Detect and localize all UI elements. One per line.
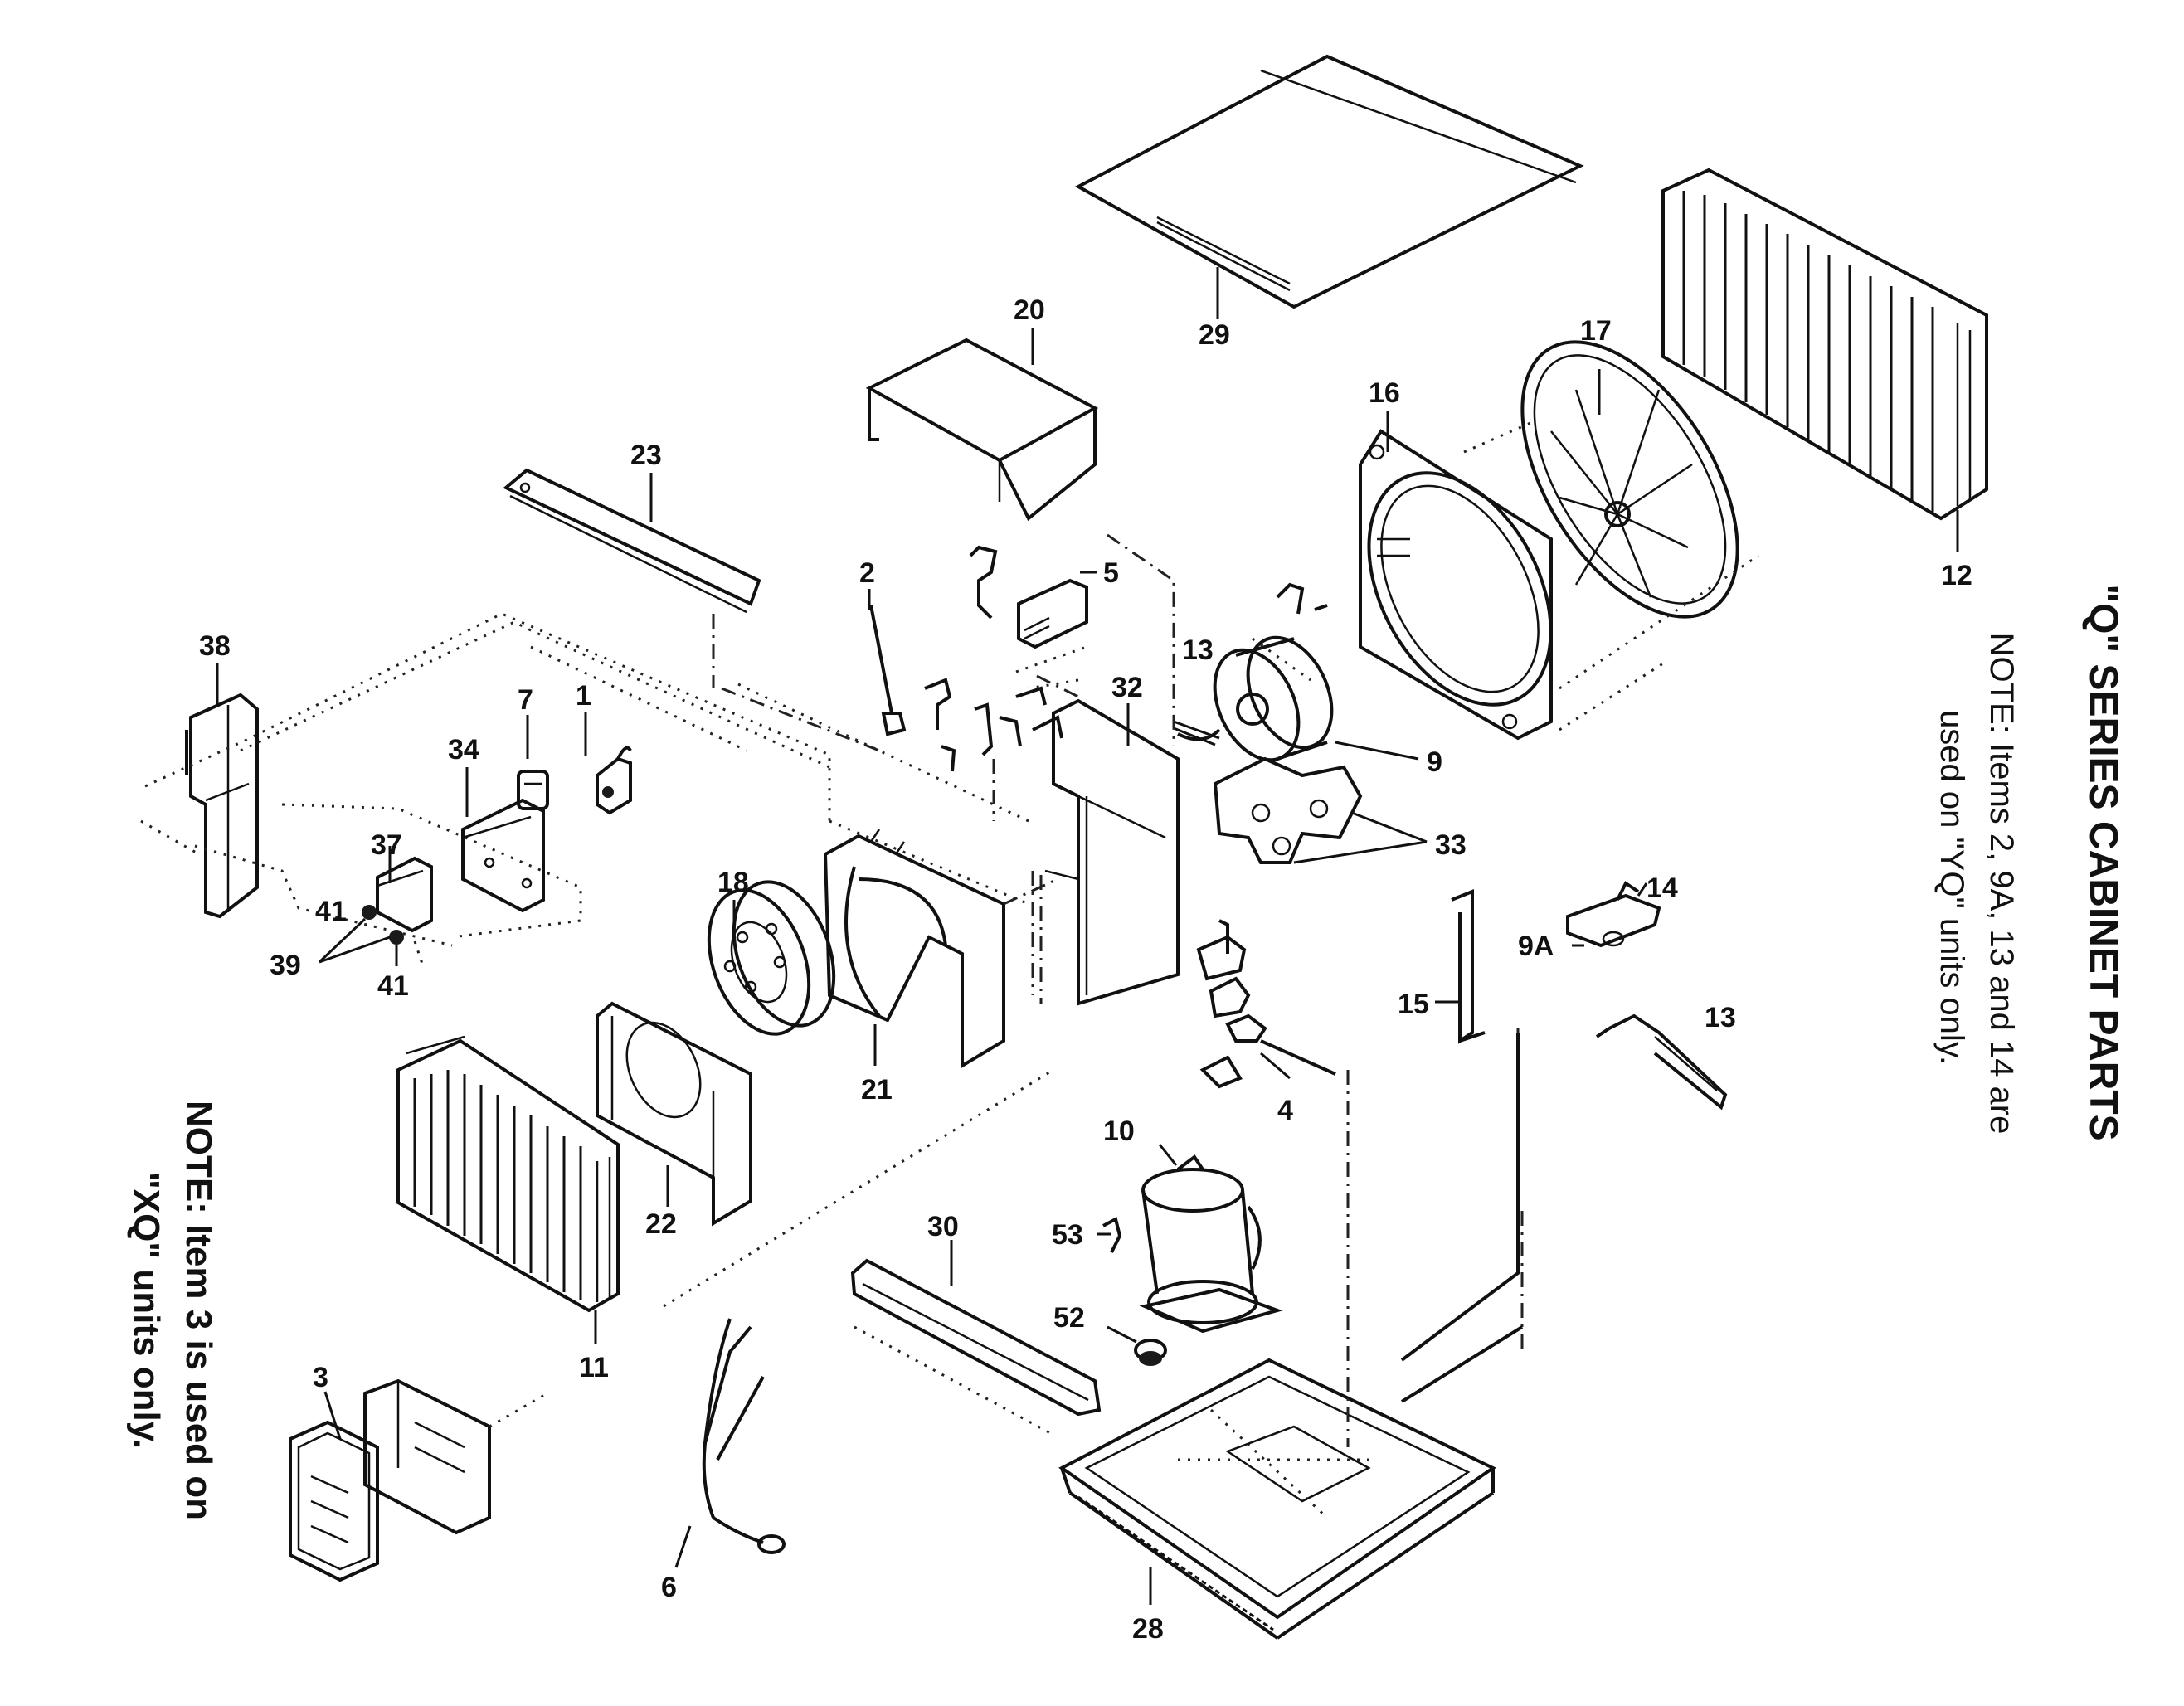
leader-52 <box>1107 1325 1137 1344</box>
label-28: 28 <box>1132 1613 1164 1645</box>
part-20-control-box-cover <box>865 338 1099 522</box>
front-panel <box>363 1378 548 1535</box>
label-9a: 9A <box>1518 931 1554 962</box>
leader-39a <box>318 917 367 964</box>
label-33: 33 <box>1435 829 1467 861</box>
part-3-grille <box>289 1420 379 1582</box>
note-left-line1-group: NOTE: Item 3 is used on <box>178 1101 219 1520</box>
note-right-line2-group: used on "YQ" units only. <box>1933 710 1970 1065</box>
part-41-screws <box>362 905 404 945</box>
label-1: 1 <box>576 680 591 712</box>
label-32: 32 <box>1111 672 1143 703</box>
part-13-heater <box>1595 1013 1728 1111</box>
label-16: 16 <box>1369 377 1400 409</box>
coil-alignment-dotted <box>663 1068 1054 1308</box>
note-right-line1: NOTE: Items 2, 9A, 13 and 14 are <box>1983 633 2020 1135</box>
part-16-fan-shroud <box>1359 429 1553 741</box>
note-left-line2-group: "XQ" units only. <box>126 1172 167 1449</box>
leader-3 <box>323 1391 342 1440</box>
part-1-thermostat <box>596 746 632 815</box>
part-6-power-cord <box>702 1318 786 1554</box>
part-30-deflector <box>850 1258 1102 1417</box>
note-right-line1-group: NOTE: Items 2, 9A, 13 and 14 are <box>1983 633 2020 1135</box>
part-37-plate <box>376 856 433 933</box>
label-30: 30 <box>927 1211 959 1242</box>
label-5: 5 <box>1103 557 1119 589</box>
part-9-fan-motor <box>1173 635 1334 762</box>
leader-10 <box>1158 1144 1178 1166</box>
label-39: 39 <box>270 950 301 981</box>
label-37: 37 <box>371 829 402 861</box>
part-labels: 29 12 17 16 20 23 38 34 7 1 37 41 39 41 … <box>199 294 1972 1645</box>
label-18: 18 <box>717 867 749 898</box>
label-13-lower: 13 <box>1705 1002 1736 1033</box>
part-5-capacitor <box>969 545 1088 649</box>
part-18-blower-wheel <box>707 880 836 1036</box>
part-23-panel <box>503 468 761 614</box>
label-9: 9 <box>1427 746 1442 778</box>
part-7-relay <box>517 770 549 810</box>
diagram-title-group: "Q" SERIES CABINET PARTS <box>2081 584 2125 1140</box>
part-11-evaporator-coil <box>396 1035 620 1313</box>
part-17-condenser-fan <box>1520 340 1739 619</box>
leader-33b <box>1293 840 1428 864</box>
diagram-title: "Q" SERIES CABINET PARTS <box>2081 584 2125 1140</box>
part-29-top-cover <box>1074 54 1584 309</box>
part-12-condenser-coil <box>1661 168 1988 521</box>
label-34: 34 <box>448 734 479 766</box>
part-53-fitting <box>1102 1217 1122 1253</box>
leader-33a <box>1351 811 1428 843</box>
control-brackets <box>924 678 1063 772</box>
label-52: 52 <box>1053 1302 1085 1334</box>
part-38-side-bracket <box>185 693 259 919</box>
label-38: 38 <box>199 630 231 662</box>
label-4: 4 <box>1277 1095 1293 1126</box>
label-14: 14 <box>1647 872 1678 904</box>
label-53: 53 <box>1052 1219 1083 1251</box>
label-21: 21 <box>861 1074 893 1106</box>
leader-9 <box>1335 741 1419 761</box>
label-10: 10 <box>1103 1115 1135 1147</box>
part-22-orifice-panel <box>596 1001 752 1227</box>
label-41-b: 41 <box>377 970 409 1002</box>
part-28-base-pan <box>1058 1358 1496 1640</box>
label-7: 7 <box>518 684 533 716</box>
part-2-sensor <box>869 605 907 736</box>
part-14-valve <box>1566 881 1661 948</box>
note-left-line2: "XQ" units only. <box>126 1172 167 1449</box>
label-22: 22 <box>645 1208 677 1240</box>
label-13-upper: 13 <box>1182 634 1214 666</box>
note-right-line2: used on "YQ" units only. <box>1933 710 1970 1065</box>
part-33-motor-mount <box>1213 756 1363 864</box>
leader-14 <box>1637 882 1648 897</box>
tube-outline <box>1400 1033 1524 1403</box>
leader-6 <box>674 1525 692 1568</box>
note-left-line1: NOTE: Item 3 is used on <box>178 1101 219 1520</box>
part-15-bracket <box>1451 889 1486 1044</box>
label-12: 12 <box>1941 560 1972 591</box>
leader-4 <box>1260 1052 1291 1080</box>
part-13-upper-bracket <box>1276 582 1328 615</box>
part-4-terminal-parts <box>1196 919 1336 1089</box>
label-41-a: 41 <box>315 896 347 927</box>
label-2: 2 <box>859 557 875 589</box>
part-52-grommet <box>1134 1339 1167 1366</box>
label-3: 3 <box>313 1362 328 1393</box>
label-6: 6 <box>661 1572 677 1603</box>
label-11: 11 <box>579 1352 609 1383</box>
part-34-bracket <box>461 798 545 913</box>
part-32-partition <box>1044 698 1180 1006</box>
label-29: 29 <box>1199 319 1230 351</box>
part-21-blower-housing <box>823 829 1058 1069</box>
label-15: 15 <box>1398 989 1429 1020</box>
chassis-outline-dotted <box>140 612 1029 967</box>
label-23: 23 <box>630 440 662 471</box>
label-20: 20 <box>1014 294 1045 326</box>
leader-39b <box>319 936 391 964</box>
part-10-compressor <box>1139 1154 1283 1334</box>
label-17: 17 <box>1580 315 1612 347</box>
